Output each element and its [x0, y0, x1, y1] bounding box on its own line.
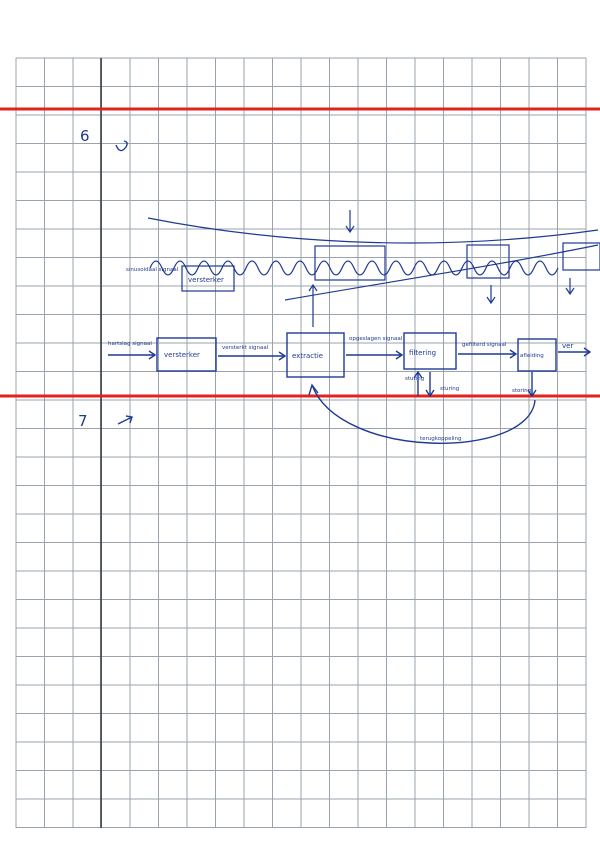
- arrow-up-icon: [308, 283, 318, 327]
- block-versterker: [156, 337, 217, 372]
- side-label-2: sturing: [440, 386, 459, 392]
- arrow-down-2-icon: [486, 285, 496, 305]
- curve-lower: [284, 244, 599, 301]
- block-afleiding: [517, 338, 557, 372]
- block-label-1: versterker: [164, 351, 200, 359]
- wave-signal: [149, 260, 559, 276]
- block-input-label: hartslag signaal: [108, 341, 152, 347]
- graph-paper-grid: [15, 57, 587, 828]
- arrow-2-3: [346, 350, 404, 360]
- sketch-box-1: [181, 265, 235, 292]
- block-label-2: extractie: [292, 352, 323, 360]
- arrow-down-3-icon: [565, 278, 575, 296]
- edge-label-3: gefilterd signaal: [462, 342, 507, 348]
- question-number-6: 6: [80, 127, 90, 145]
- top-signal-sketch: [147, 210, 600, 327]
- arrow-down-icon: [345, 210, 355, 234]
- arrow-input: [108, 350, 157, 360]
- sketch-box-1-label: versterker: [188, 276, 224, 284]
- block-extractie: [286, 332, 345, 378]
- arrow-side-2: [425, 372, 435, 398]
- arrow-1-2: [218, 351, 287, 361]
- check-mark-icon: [115, 140, 128, 152]
- side-label-3: storing: [512, 388, 531, 394]
- block-label-4: afleiding: [520, 353, 544, 359]
- sketch-box-4: [562, 242, 600, 271]
- block-label-3: filtering: [409, 349, 436, 357]
- edge-label-4: ver: [562, 342, 573, 350]
- arrow-mark-icon: [117, 415, 133, 425]
- arrow-output: [558, 347, 592, 357]
- curve-upper: [147, 217, 599, 244]
- arrow-side-3: [527, 372, 537, 398]
- edge-label-2: opgeslagen signaal: [349, 336, 403, 342]
- side-label-1: sturing: [405, 376, 424, 382]
- sketch-input-note: sinusoidaal signaal: [126, 267, 179, 273]
- arrow-3-4: [458, 349, 518, 359]
- question-number-7: 7: [78, 412, 88, 430]
- sketch-box-3: [466, 244, 510, 279]
- feedback-loop: [308, 383, 536, 444]
- arrow-side-1: [413, 370, 423, 396]
- block-chain: [108, 332, 592, 444]
- sketch-box-2: [314, 245, 386, 281]
- edge-label-1: versterkt signaal: [222, 345, 269, 351]
- side-label-4: terugkoppeling: [420, 436, 462, 442]
- block-filtering: [403, 332, 457, 370]
